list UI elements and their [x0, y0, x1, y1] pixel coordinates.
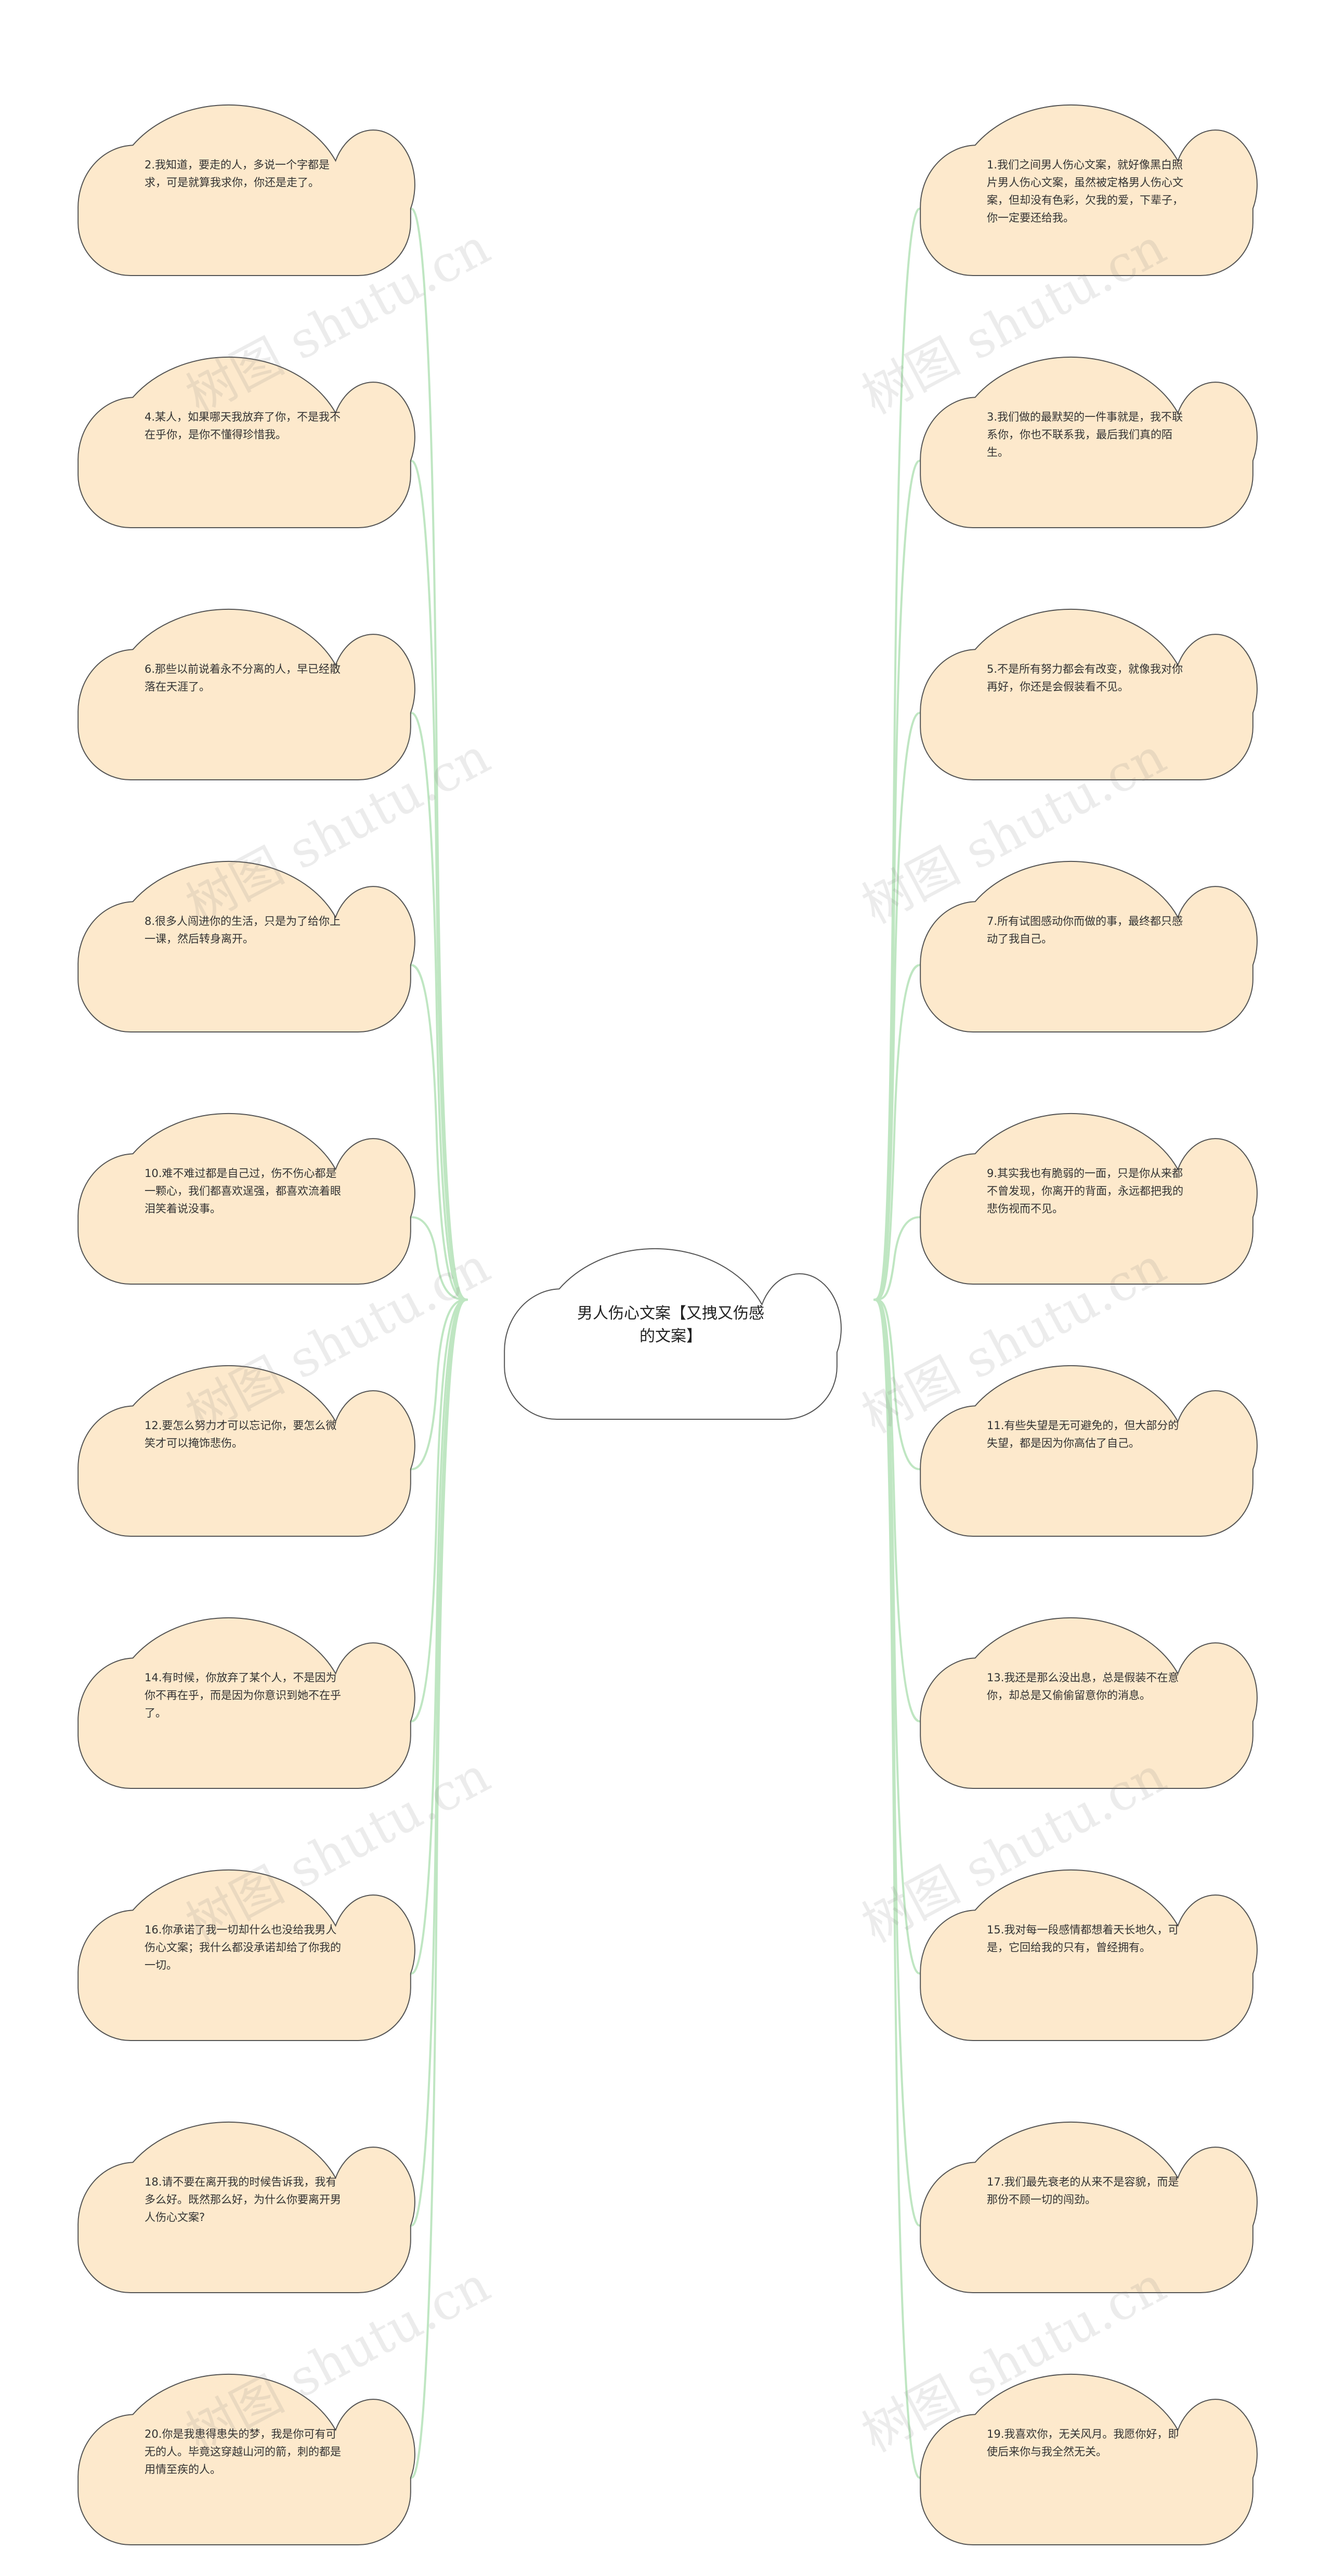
topic-text: 6.那些以前说着永不分离的人，早已经散落在天涯了。: [145, 663, 341, 693]
left-topic-node[interactable]: 8.很多人闯进你的生活，只是为了给你上一课，然后转身离开。: [42, 793, 447, 1032]
cloud-shape: [77, 356, 415, 528]
right-connector-9: [873, 1299, 921, 2479]
right-connector-5: [873, 1299, 921, 1471]
cloud-shape: [77, 1365, 415, 1537]
left-topic-node[interactable]: 6.那些以前说着永不分离的人，早已经散落在天涯了。: [42, 541, 447, 780]
topic-text: 15.我对每一段感情都想着天长地久，可是，它回给我的只有，曾经拥有。: [987, 1924, 1179, 1954]
cloud-shape: [77, 104, 415, 276]
right-topic-node[interactable]: 9.其实我也有脆弱的一面，只是你从来都不曾发现，你离开的背面，永远都把我的悲伤视…: [884, 1045, 1289, 1285]
right-connector-6: [873, 1299, 921, 1723]
right-topic-node[interactable]: 13.我还是那么没出息，总是假装不在意你，却总是又偷偷留意你的消息。: [884, 1549, 1289, 1789]
topic-text: 12.要怎么努力才可以忘记你，要怎么微笑才可以掩饰悲伤。: [145, 1419, 337, 1449]
left-topic-node[interactable]: 12.要怎么努力才可以忘记你，要怎么微笑才可以掩饰悲伤。: [42, 1297, 447, 1537]
topic-text: 4.某人，如果哪天我放弃了你，不是我不在乎你，是你不懂得珍惜我。: [145, 411, 341, 441]
cloud-shape: [920, 1617, 1258, 1789]
left-topic-node[interactable]: 2.我知道，要走的人，多说一个字都是求，可是就算我求你，你还是走了。: [42, 36, 447, 276]
left-connector-1: [410, 460, 468, 1301]
central-cloud-shape: [504, 1248, 842, 1420]
left-topic-node[interactable]: 10.难不难过都是自己过，伤不伤心都是一颗心，我们都喜欢逞强，都喜欢流着眼泪笑着…: [42, 1045, 447, 1285]
topic-text: 10.难不难过都是自己过，伤不伤心都是一颗心，我们都喜欢逞强，都喜欢流着眼泪笑着…: [145, 1167, 341, 1215]
central-topic-node[interactable]: 男人伤心文案【又拽又伤感的文案】: [468, 1180, 873, 1420]
topic-text: 17.我们最先衰老的从来不是容貌，而是那份不顾一切的闯劲。: [987, 2176, 1179, 2206]
right-connector-3: [873, 964, 921, 1301]
right-topic-node[interactable]: 15.我对每一段感情都想着天长地久，可是，它回给我的只有，曾经拥有。: [884, 1801, 1289, 2041]
topic-text: 16.你承诺了我一切却什么也没给我男人伤心文案；我什么都没承诺却给了你我的一切。: [145, 1924, 341, 1971]
left-topic-node[interactable]: 20.你是我患得患失的梦，我是你可有可无的人。毕竟这穿越山河的箭，刺的都是用情至…: [42, 2306, 447, 2545]
topic-text: 2.我知道，要走的人，多说一个字都是求，可是就算我求你，你还是走了。: [145, 159, 330, 189]
cloud-shape: [920, 2121, 1258, 2293]
left-connector-2: [410, 712, 468, 1301]
left-topic-node[interactable]: 4.某人，如果哪天我放弃了你，不是我不在乎你，是你不懂得珍惜我。: [42, 289, 447, 528]
left-connector-3: [410, 964, 468, 1301]
right-topic-node[interactable]: 5.不是所有努力都会有改变，就像我对你再好，你还是会假装看不见。: [884, 541, 1289, 780]
cloud-shape: [77, 860, 415, 1032]
cloud-shape: [77, 1617, 415, 1789]
left-connector-0: [410, 207, 468, 1301]
right-topic-node[interactable]: 11.有些失望是无可避免的，但大部分的失望，都是因为你高估了自己。: [884, 1297, 1289, 1537]
right-topic-node[interactable]: 19.我喜欢你，无关风月。我愿你好，即使后来你与我全然无关。: [884, 2306, 1289, 2545]
left-topic-node[interactable]: 14.有时候，你放弃了某个人，不是因为你不再在乎，而是因为你意识到她不在乎了。: [42, 1549, 447, 1789]
left-topic-node[interactable]: 18.请不要在离开我的时候告诉我，我有多么好。既然那么好，为什么你要离开男人伤心…: [42, 2054, 447, 2293]
cloud-shape: [920, 1365, 1258, 1537]
cloud-shape: [920, 2373, 1258, 2545]
topic-text: 3.我们做的最默契的一件事就是，我不联系你，你也不联系我，最后我们真的陌生。: [987, 411, 1183, 459]
topic-text: 13.我还是那么没出息，总是假装不在意你，却总是又偷偷留意你的消息。: [987, 1671, 1179, 1702]
right-topic-node[interactable]: 17.我们最先衰老的从来不是容貌，而是那份不顾一切的闯劲。: [884, 2054, 1289, 2293]
topic-text: 7.所有试图感动你而做的事，最终都只感动了我自己。: [987, 915, 1183, 945]
cloud-shape: [77, 2121, 415, 2293]
left-connector-7: [410, 1299, 468, 1975]
topic-text: 11.有些失望是无可避免的，但大部分的失望，都是因为你高估了自己。: [987, 1419, 1179, 1449]
cloud-shape: [77, 608, 415, 780]
topic-text: 1.我们之间男人伤心文案，就好像黑白照片男人伤心文案，虽然被定格男人伤心文案，但…: [987, 159, 1183, 224]
right-connector-4: [873, 1216, 921, 1301]
left-connector-6: [410, 1299, 468, 1723]
right-connector-2: [873, 712, 921, 1301]
topic-text: 5.不是所有努力都会有改变，就像我对你再好，你还是会假装看不见。: [987, 663, 1183, 693]
cloud-shape: [920, 860, 1258, 1032]
cloud-shape: [920, 1113, 1258, 1285]
topic-text: 19.我喜欢你，无关风月。我愿你好，即使后来你与我全然无关。: [987, 2428, 1179, 2458]
left-connector-5: [410, 1299, 468, 1471]
right-topic-node[interactable]: 3.我们做的最默契的一件事就是，我不联系你，你也不联系我，最后我们真的陌生。: [884, 289, 1289, 528]
cloud-shape: [77, 1113, 415, 1285]
right-topic-node[interactable]: 1.我们之间男人伤心文案，就好像黑白照片男人伤心文案，虽然被定格男人伤心文案，但…: [884, 36, 1289, 276]
cloud-shape: [920, 1869, 1258, 2041]
left-connector-4: [410, 1216, 468, 1301]
topic-text: 20.你是我患得患失的梦，我是你可有可无的人。毕竟这穿越山河的箭，刺的都是用情至…: [145, 2428, 341, 2476]
cloud-shape: [77, 2373, 415, 2545]
cloud-shape: [920, 104, 1258, 276]
left-topic-node[interactable]: 16.你承诺了我一切却什么也没给我男人伤心文案；我什么都没承诺却给了你我的一切。: [42, 1801, 447, 2041]
left-connector-9: [410, 1299, 468, 2479]
topic-text: 14.有时候，你放弃了某个人，不是因为你不再在乎，而是因为你意识到她不在乎了。: [145, 1671, 341, 1719]
central-topic-text: 男人伤心文案【又拽又伤感的文案】: [577, 1304, 764, 1345]
topic-text: 8.很多人闯进你的生活，只是为了给你上一课，然后转身离开。: [145, 915, 341, 945]
cloud-shape: [920, 608, 1258, 780]
cloud-shape: [920, 356, 1258, 528]
cloud-shape: [77, 1869, 415, 2041]
topic-text: 18.请不要在离开我的时候告诉我，我有多么好。既然那么好，为什么你要离开男人伤心…: [145, 2176, 341, 2224]
topic-text: 9.其实我也有脆弱的一面，只是你从来都不曾发现，你离开的背面，永远都把我的悲伤视…: [987, 1167, 1183, 1215]
right-topic-node[interactable]: 7.所有试图感动你而做的事，最终都只感动了我自己。: [884, 793, 1289, 1032]
